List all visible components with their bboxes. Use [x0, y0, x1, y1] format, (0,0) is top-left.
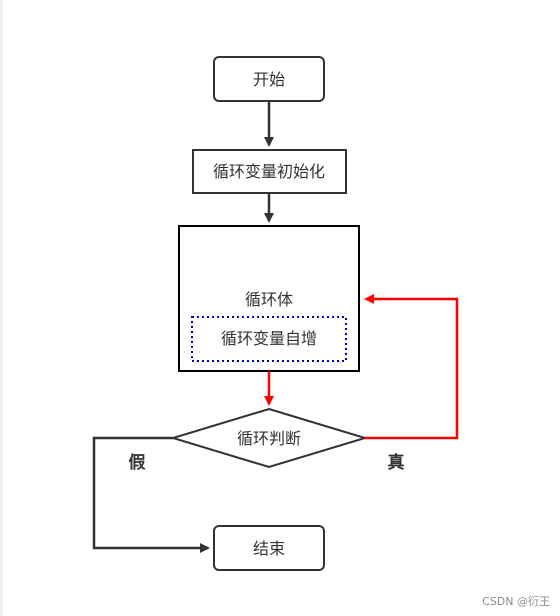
- true-branch-label: 真: [388, 452, 405, 473]
- start-node: 开始: [213, 56, 325, 102]
- increment-node: 循环变量自增: [191, 316, 347, 362]
- start-label: 开始: [253, 70, 285, 89]
- edge-true-loop-back: [364, 294, 459, 440]
- watermark: CSDN @衍王: [482, 595, 550, 608]
- end-label: 结束: [253, 539, 285, 558]
- end-node: 结束: [213, 525, 325, 571]
- false-branch-label: 假: [129, 452, 146, 473]
- condition-node: 循环判断: [169, 407, 369, 469]
- condition-label: 循环判断: [237, 429, 301, 448]
- edge-false-to-end: [92, 436, 210, 553]
- loop-body-label: 循环体: [245, 290, 293, 309]
- init-label: 循环变量初始化: [213, 162, 325, 181]
- increment-label: 循环变量自增: [221, 329, 317, 348]
- init-node: 循环变量初始化: [192, 149, 347, 194]
- left-divider: [0, 0, 3, 616]
